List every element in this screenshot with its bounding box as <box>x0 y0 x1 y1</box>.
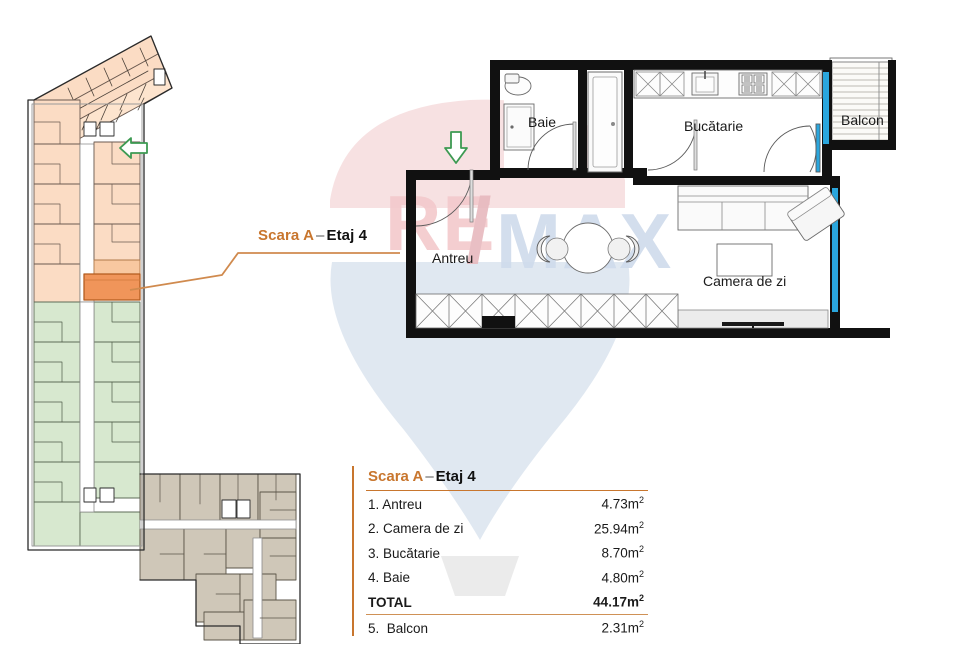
legend-row: 1. Antreu 4.73m2 <box>366 491 648 516</box>
kitchen-counter <box>633 69 823 99</box>
legend-row-sup: 2 <box>638 519 644 530</box>
door-swings <box>415 119 821 227</box>
legend-row: 3. Bucătarie 8.70m2 <box>366 540 648 565</box>
arrow-down-icon <box>444 131 468 164</box>
legend-row: 2. Camera de zi 25.94m2 <box>366 516 648 541</box>
legend-extra-sup: 2 <box>638 619 644 630</box>
room-label-baie: Baie <box>528 114 557 130</box>
legend-row-name: Bucătarie <box>383 545 441 561</box>
legend-row-sup: 2 <box>638 568 644 579</box>
legend-row-value: 4.73 <box>601 496 628 512</box>
arrow-left-icon <box>119 137 148 159</box>
legend-row-index: 1. <box>368 496 380 512</box>
legend-total-sup: 2 <box>638 593 644 604</box>
legend-accent-rule <box>352 466 354 636</box>
legend-row-value: 8.70 <box>601 545 628 561</box>
building-key-plan[interactable] <box>8 14 326 644</box>
legend-row-unit: m <box>627 521 639 537</box>
legend-title-etaj: Etaj 4 <box>435 468 476 485</box>
legend-extra-name: Balcon <box>386 620 429 636</box>
legend-total-row: TOTAL 44.17m2 <box>366 589 648 614</box>
key-plan-unit-label: Scara A–Etaj 4 <box>258 227 367 244</box>
legend-row-value: 4.80 <box>601 570 628 586</box>
legend-total-unit: m <box>626 594 639 610</box>
balcony-deck <box>831 61 891 147</box>
area-legend-table: Scara A–Etaj 4 1. Antreu 4.73m2 2. Camer… <box>352 466 648 640</box>
legend-row-index: 3. <box>368 545 380 561</box>
legend-total-label: TOTAL <box>368 594 412 610</box>
legend-extra-value: 2.31 <box>601 620 628 636</box>
legend-extra-row: 5. Balcon 2.31m2 <box>366 615 648 640</box>
legend-row-unit: m <box>627 545 639 561</box>
legend-title: Scara A–Etaj 4 <box>366 466 648 490</box>
legend-row: 4. Baie 4.80m2 <box>366 565 648 590</box>
built-in-storage <box>415 293 679 329</box>
legend-row-unit: m <box>627 570 639 586</box>
highlighted-unit <box>83 273 141 301</box>
entry-door-panel <box>587 71 623 173</box>
room-label-camera-de-zi: Camera de zi <box>703 273 787 289</box>
legend-extra-unit: m <box>627 620 639 636</box>
legend-extra-index: 5. <box>368 620 380 636</box>
mid-label-dash: – <box>316 227 325 244</box>
mid-label-scara: Scara A <box>258 227 315 244</box>
room-label-balcon: Balcon <box>841 112 884 128</box>
legend-title-dash: – <box>425 468 434 485</box>
legend-row-name: Camera de zi <box>383 521 464 537</box>
legend-rule-top <box>366 490 648 492</box>
legend-row-value: 25.94 <box>593 521 628 537</box>
legend-rule-bottom <box>366 613 648 616</box>
living-room-furniture <box>536 185 845 329</box>
legend-row-sup: 2 <box>638 544 644 555</box>
legend-title-scara: Scara A <box>368 468 424 485</box>
mid-label-etaj: Etaj 4 <box>326 227 368 244</box>
legend-total-value: 44.17 <box>593 594 627 610</box>
connector-line <box>129 252 400 291</box>
windows <box>823 72 838 312</box>
apartment-floor-plan[interactable] <box>392 52 912 342</box>
room-label-bucatarie: Bucătarie <box>684 118 744 134</box>
legend-row-index: 4. <box>368 570 380 586</box>
legend-row-unit: m <box>627 496 639 512</box>
legend-row-name: Baie <box>383 570 411 586</box>
legend-row-sup: 2 <box>638 495 644 506</box>
legend-row-name: Antreu <box>382 496 423 512</box>
bathroom-fixtures <box>503 73 535 151</box>
legend-row-index: 2. <box>368 521 380 537</box>
room-label-antreu: Antreu <box>432 250 474 266</box>
